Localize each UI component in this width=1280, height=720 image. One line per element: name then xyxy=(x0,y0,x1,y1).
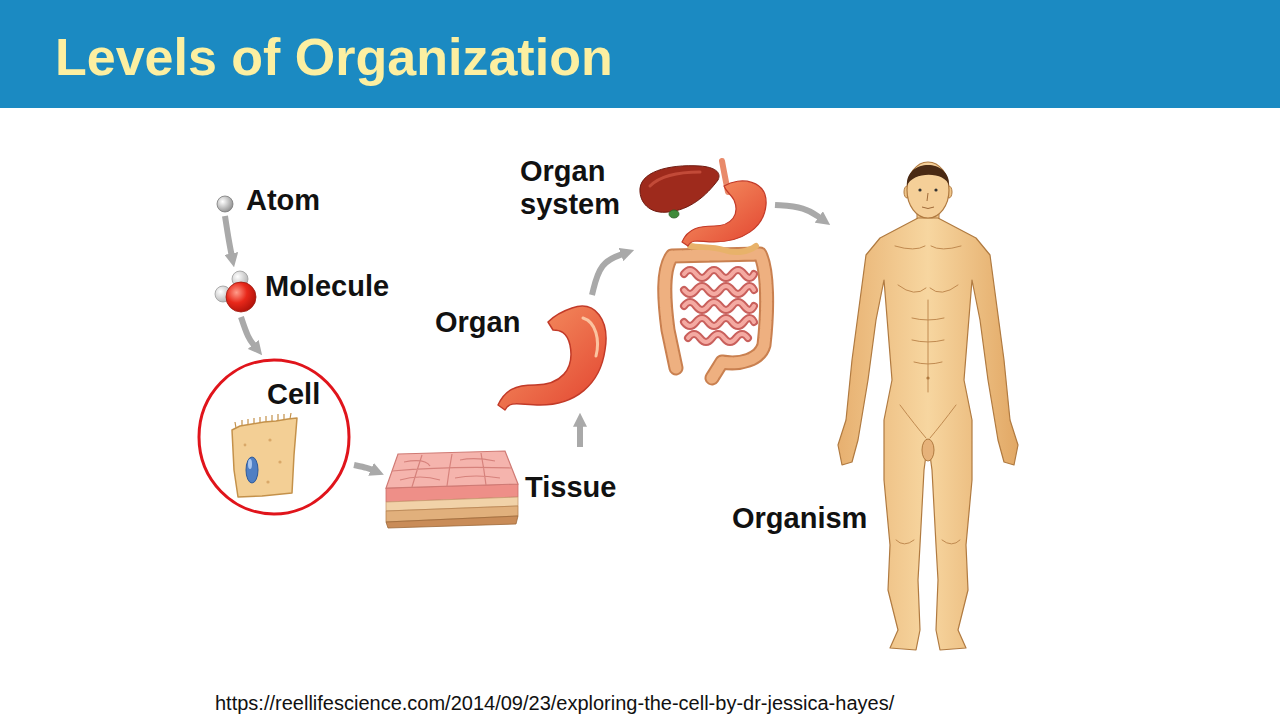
label-group: Molecule xyxy=(265,270,389,303)
level-label: Tissue xyxy=(525,471,616,504)
atom-picture xyxy=(217,196,233,212)
level-label: Organ xyxy=(435,306,520,339)
flow-arrow xyxy=(225,216,232,256)
flow-arrow xyxy=(241,317,255,347)
title-bar: Levels of Organization xyxy=(0,0,1280,108)
level-label: Atom xyxy=(246,184,320,217)
flow-arrow xyxy=(592,254,624,295)
flow-arrow xyxy=(577,424,583,447)
atom-node: Atom xyxy=(216,195,234,213)
level-label: Organism xyxy=(732,502,867,535)
human-picture xyxy=(838,162,1018,650)
level-label: Cell xyxy=(267,378,320,411)
molecule-node: Molecule xyxy=(213,270,260,314)
flow-arrow xyxy=(775,205,821,219)
slide-title: Levels of Organization xyxy=(55,26,613,88)
label-group: Organ system xyxy=(520,155,635,222)
label-group: Cell xyxy=(267,378,320,411)
cell-node: Cell xyxy=(197,358,351,516)
label-group: Organism xyxy=(732,502,867,535)
tissue-picture xyxy=(386,451,518,528)
label-group: Organ xyxy=(435,306,520,339)
label-group: Atom xyxy=(246,184,320,217)
organ-node: Organ xyxy=(497,298,607,410)
level-label: Molecule xyxy=(265,270,389,303)
tissue-node: Tissue xyxy=(385,450,625,530)
organism-node: Organism xyxy=(833,155,1022,657)
source-url: https://reellifescience.com/2014/09/23/e… xyxy=(215,691,894,715)
flow-arrow xyxy=(354,465,374,470)
level-label: Organ system xyxy=(520,155,635,222)
highlight-circle-outline xyxy=(199,360,349,514)
cell-picture xyxy=(232,413,297,497)
digestive-system-picture xyxy=(640,161,767,378)
organ-system-node: Organ system xyxy=(637,160,772,385)
molecule-picture xyxy=(215,271,256,312)
label-group: Tissue xyxy=(525,471,616,504)
